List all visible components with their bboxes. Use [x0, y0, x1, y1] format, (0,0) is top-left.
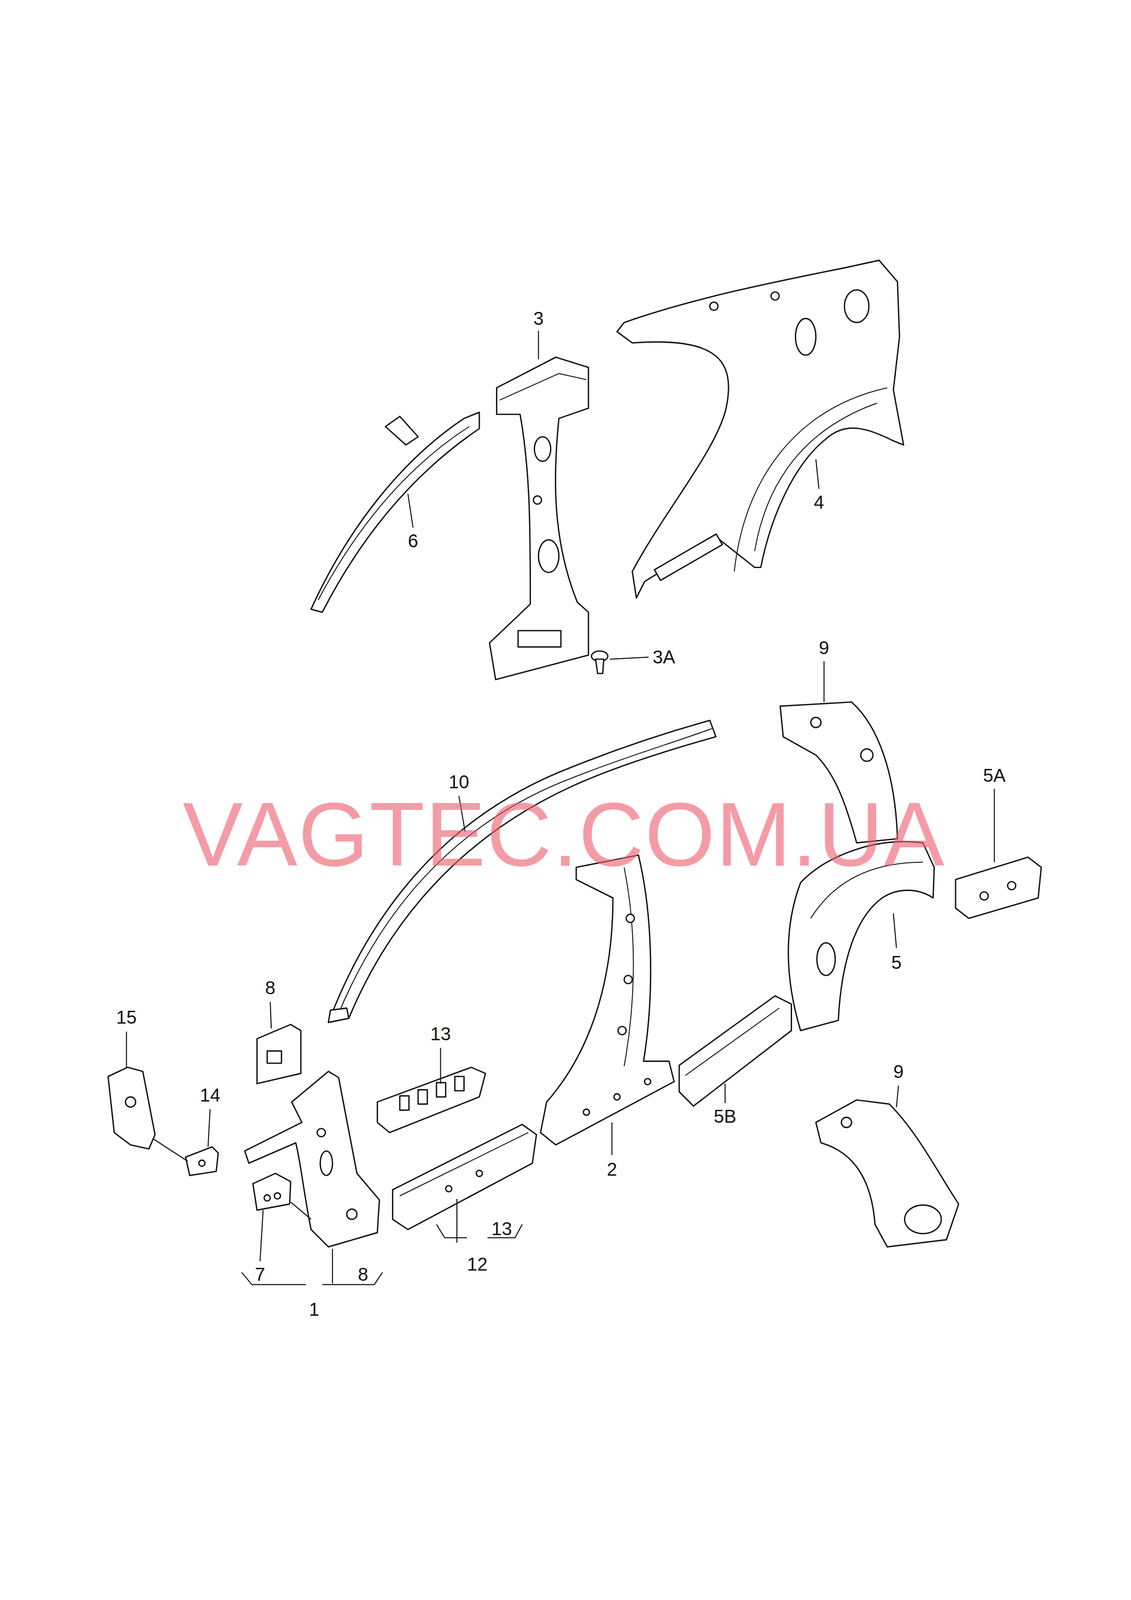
watermark: VAGTEC.COM.UA: [182, 789, 946, 880]
callout-number: 6: [408, 531, 419, 550]
callout-number: 14: [199, 1085, 221, 1104]
callout-number: 9: [818, 638, 829, 657]
a-pillar-upper: [310, 412, 479, 613]
callout-number: 10: [448, 772, 470, 791]
callout-number: 13: [430, 1024, 451, 1043]
callout-number: 7: [255, 1264, 266, 1283]
side-sill: [392, 1124, 537, 1230]
b-pillar-inner: [489, 356, 589, 680]
small-bracket: [185, 1146, 219, 1175]
callout-number: 5A: [983, 765, 1006, 785]
sill-reinforcement: [377, 1066, 486, 1133]
a-pillar-lower: [244, 1071, 380, 1247]
bracket-plate: [955, 856, 1042, 919]
callout-number: 12: [466, 1254, 488, 1273]
bracket: [252, 1172, 291, 1210]
callout-number: 5B: [713, 1106, 737, 1126]
callout-number: 8: [357, 1264, 368, 1283]
gusset: [256, 1024, 301, 1084]
callout-number: 9: [893, 1061, 904, 1081]
screw: [591, 650, 608, 674]
callout-number: 2: [606, 1159, 618, 1178]
front-panel: [108, 1066, 156, 1149]
callout-number: 4: [813, 492, 824, 512]
quarter-reinforcement-lower: [816, 1099, 959, 1247]
b-pillar-outer: [540, 854, 675, 1145]
rear-quarter-inner: [617, 260, 904, 598]
callout-number: 5: [891, 952, 902, 972]
callout-number: 3: [533, 308, 544, 328]
leader-lines: [126, 330, 995, 1285]
callout-number: 1: [308, 1299, 320, 1318]
rear-sill: [679, 995, 792, 1106]
callout-number: 13: [491, 1218, 513, 1238]
callout-number: 8: [265, 978, 276, 997]
callout-number: 15: [116, 1007, 137, 1027]
callout-number: 3A: [652, 647, 676, 666]
